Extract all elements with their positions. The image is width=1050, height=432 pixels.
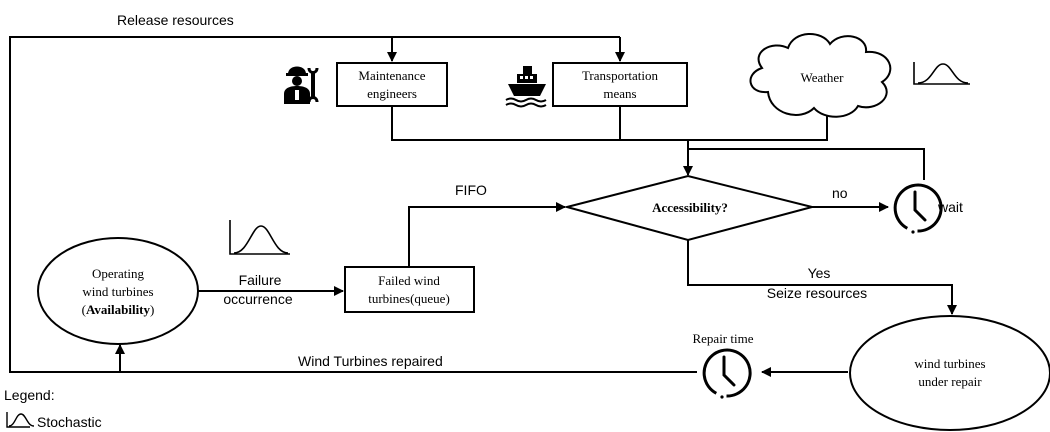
failed-label-2: turbines(queue) (368, 291, 450, 306)
clock-icon (702, 348, 752, 399)
release-resources-label: Release resources (117, 12, 234, 28)
yes-arrow (687, 240, 957, 315)
failed-label-1: Failed wind (378, 273, 440, 288)
wait-label: wait (937, 199, 963, 215)
operating-label-1: Operating (92, 266, 144, 281)
weather-cloud (749, 33, 892, 118)
maintenance-label-2: engineers (367, 86, 417, 101)
accessibility-label: Accessibility? (652, 200, 728, 215)
seize-resources-label: Seize resources (767, 285, 867, 301)
maintenance-label-1: Maintenance (358, 68, 425, 83)
maintenance-engineers-box (336, 62, 448, 107)
operating-label-2: wind turbines (82, 284, 153, 299)
under-repair-label-2: under repair (918, 374, 982, 389)
ship-icon (505, 66, 547, 108)
operating-wind-turbines (37, 237, 199, 345)
failed-wind-turbines-box (344, 266, 475, 313)
transport-label-1: Transportation (582, 68, 659, 83)
weather-to-decision-line (688, 113, 828, 141)
under-repair-label-1: wind turbines (914, 356, 985, 371)
occurrence-label: occurrence (223, 291, 292, 307)
failure-label: Failure (239, 272, 282, 288)
distribution-icon (6, 412, 35, 428)
release-resources-line (9, 36, 697, 373)
weather-label: Weather (801, 70, 845, 85)
accessibility-decision (563, 174, 813, 242)
fifo-label: FIFO (455, 182, 487, 198)
clock-icon (893, 183, 943, 234)
distribution-icon (913, 62, 970, 85)
transport-label-2: means (603, 86, 636, 101)
operating-label-3: (Availability) (82, 302, 155, 317)
yes-label: Yes (808, 265, 831, 281)
distribution-icon (229, 220, 290, 255)
legend-stochastic-label: Stochastic (37, 414, 102, 430)
wait-loop-line (688, 148, 925, 180)
no-label: no (832, 185, 848, 201)
repair-time-label: Repair time (692, 331, 753, 346)
turbines-under-repair (849, 315, 1050, 431)
legend-title: Legend: (4, 387, 55, 403)
maintenance-to-decision-line (391, 106, 688, 141)
transportation-means-box (552, 62, 688, 107)
repaired-label: Wind Turbines repaired (298, 353, 443, 369)
engineer-icon (284, 66, 319, 104)
fifo-arrow (408, 202, 566, 266)
